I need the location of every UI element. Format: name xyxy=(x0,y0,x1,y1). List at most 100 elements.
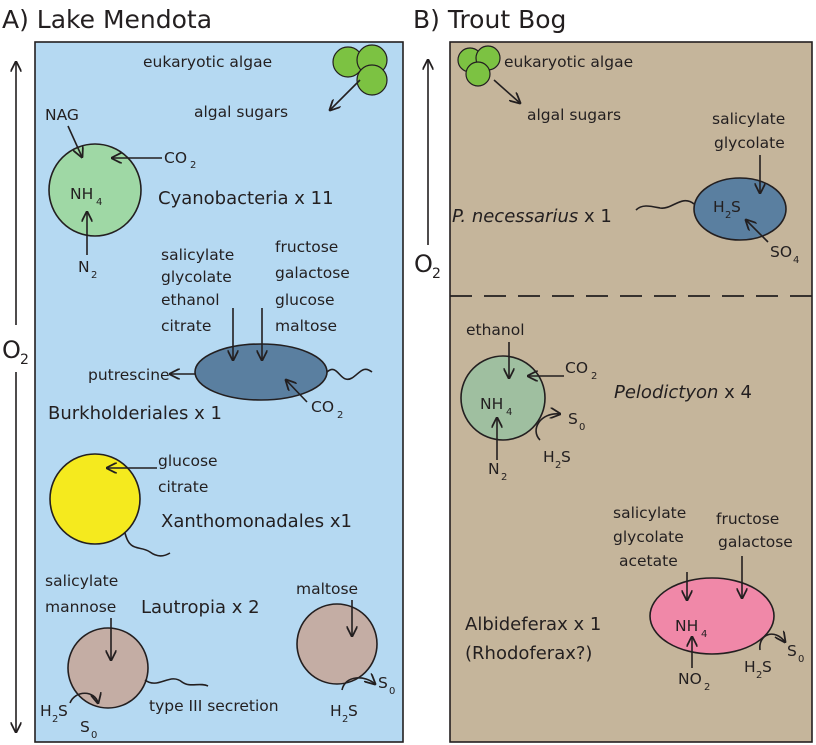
pnec-so4: SO xyxy=(770,243,792,261)
svg-text:citrate: citrate xyxy=(161,317,211,335)
svg-text:2: 2 xyxy=(725,210,731,221)
burk-inputs-right: fructose galactose glucose maltose xyxy=(275,238,350,335)
panel-b-title: B) Trout Bog xyxy=(413,5,566,34)
svg-text:0: 0 xyxy=(389,686,395,697)
pelo-nh4: NH xyxy=(480,395,503,413)
rhodoferax-label: (Rhodoferax?) xyxy=(465,643,592,664)
cyano-n2: N xyxy=(78,258,90,276)
maltose-cell xyxy=(296,603,378,685)
laut-s0: S xyxy=(80,718,90,736)
albideferax-label: Albideferax x 1 xyxy=(465,614,601,635)
svg-text:2: 2 xyxy=(555,460,561,471)
svg-text:2: 2 xyxy=(52,714,58,725)
laut-h2s: H xyxy=(40,702,52,720)
pelodictyon-cell xyxy=(460,355,546,441)
svg-text:fructose: fructose xyxy=(716,510,779,528)
svg-text:S: S xyxy=(762,658,772,676)
svg-text:2: 2 xyxy=(704,682,710,693)
svg-text:2: 2 xyxy=(432,266,441,282)
svg-text:S: S xyxy=(561,448,571,466)
svg-text:S: S xyxy=(58,702,68,720)
o2-label-a: O xyxy=(2,336,21,364)
svg-text:2: 2 xyxy=(20,352,29,368)
cyanobacteria-label: Cyanobacteria x 11 xyxy=(158,188,334,209)
maltose-s0: S xyxy=(378,674,388,692)
svg-text:0: 0 xyxy=(798,654,804,665)
burk-co2: CO xyxy=(311,398,334,416)
burk-inputs-left: salicylate glycolate ethanol citrate xyxy=(161,246,234,335)
svg-text:acetate: acetate xyxy=(619,552,678,570)
albi-h2s: H xyxy=(744,658,756,676)
burkholderiales-label: Burkholderiales x 1 xyxy=(48,403,222,424)
svg-text:glucose: glucose xyxy=(275,291,335,309)
svg-text:4: 4 xyxy=(506,407,512,418)
pelo-s0: S xyxy=(568,410,578,428)
svg-text:0: 0 xyxy=(91,730,97,741)
albi-nh4: NH xyxy=(675,617,698,635)
laut-mannose: mannose xyxy=(45,598,116,616)
svg-text:maltose: maltose xyxy=(275,317,337,335)
algae-label-b: eukaryotic algae xyxy=(504,53,633,71)
svg-text:glycolate: glycolate xyxy=(613,528,684,546)
svg-text:salicylate: salicylate xyxy=(161,246,234,264)
algae-cluster-b xyxy=(457,45,501,87)
svg-text:2: 2 xyxy=(337,410,343,421)
pelo-co2: CO xyxy=(565,359,588,377)
laut-salicylate: salicylate xyxy=(45,572,118,590)
svg-text:2: 2 xyxy=(756,670,762,681)
algae-cluster-a xyxy=(332,44,388,96)
o2-label-b: O xyxy=(414,250,433,278)
svg-text:4: 4 xyxy=(96,197,102,208)
cyano-nag: NAG xyxy=(45,106,79,124)
svg-text:4: 4 xyxy=(701,629,707,640)
albideferax-cell xyxy=(649,577,775,655)
pelo-ethanol: ethanol xyxy=(466,321,525,339)
svg-text:fructose: fructose xyxy=(275,238,338,256)
albi-inputs-left: salicylate glycolate acetate xyxy=(613,504,686,570)
lautropia-label: Lautropia x 2 xyxy=(141,597,260,618)
albi-no2: NO xyxy=(678,670,702,688)
albi-inputs-right: fructose galactose xyxy=(716,510,793,551)
laut-type3: type III secretion xyxy=(149,697,279,715)
cyano-co2: CO xyxy=(164,149,187,167)
svg-text:galactose: galactose xyxy=(718,533,793,551)
pelo-n2: N xyxy=(488,460,500,478)
pnec-h2s: H xyxy=(713,198,725,216)
xanthomonadales-label: Xanthomonadales x1 xyxy=(161,511,352,532)
burkholderiales-cell xyxy=(194,343,328,401)
svg-text:2: 2 xyxy=(91,270,97,281)
svg-text:2: 2 xyxy=(190,160,196,171)
svg-text:4: 4 xyxy=(793,255,799,266)
svg-text:glycolate: glycolate xyxy=(161,268,232,286)
xantho-citrate: citrate xyxy=(158,478,208,496)
pnec-salicylate: salicylate xyxy=(712,110,785,128)
albi-s0: S xyxy=(787,642,797,660)
xanthomonadales-cell xyxy=(49,453,141,545)
algal-sugars-b: algal sugars xyxy=(527,106,621,124)
algae-arrow-b xyxy=(493,79,520,103)
svg-text:S: S xyxy=(348,702,358,720)
cyano-nh4: NH xyxy=(70,185,93,203)
algal-sugars-a: algal sugars xyxy=(194,103,288,121)
algae-arrow-a xyxy=(330,79,361,110)
svg-text:salicylate: salicylate xyxy=(613,504,686,522)
burk-putrescine: putrescine xyxy=(88,366,170,384)
svg-text:galactose: galactose xyxy=(275,264,350,282)
algae-label-a: eukaryotic algae xyxy=(143,53,272,71)
svg-text:0: 0 xyxy=(579,422,585,433)
pnec-glycolate: glycolate xyxy=(714,134,785,152)
maltose-h2s: H xyxy=(330,702,342,720)
svg-text:2: 2 xyxy=(501,472,507,483)
svg-text:2: 2 xyxy=(591,371,597,382)
svg-text:2: 2 xyxy=(342,714,348,725)
maltose-label: maltose xyxy=(296,580,358,598)
p-necessarius-label: P. necessarius x 1 xyxy=(452,206,612,227)
xantho-glucose: glucose xyxy=(158,452,218,470)
pelo-h2s: H xyxy=(543,448,555,466)
pelodictyon-label: Pelodictyon x 4 xyxy=(614,382,752,403)
cyanobacteria-cell xyxy=(48,143,142,237)
svg-text:ethanol: ethanol xyxy=(161,291,220,309)
lautropia-cell xyxy=(67,627,149,709)
svg-text:S: S xyxy=(731,198,741,216)
